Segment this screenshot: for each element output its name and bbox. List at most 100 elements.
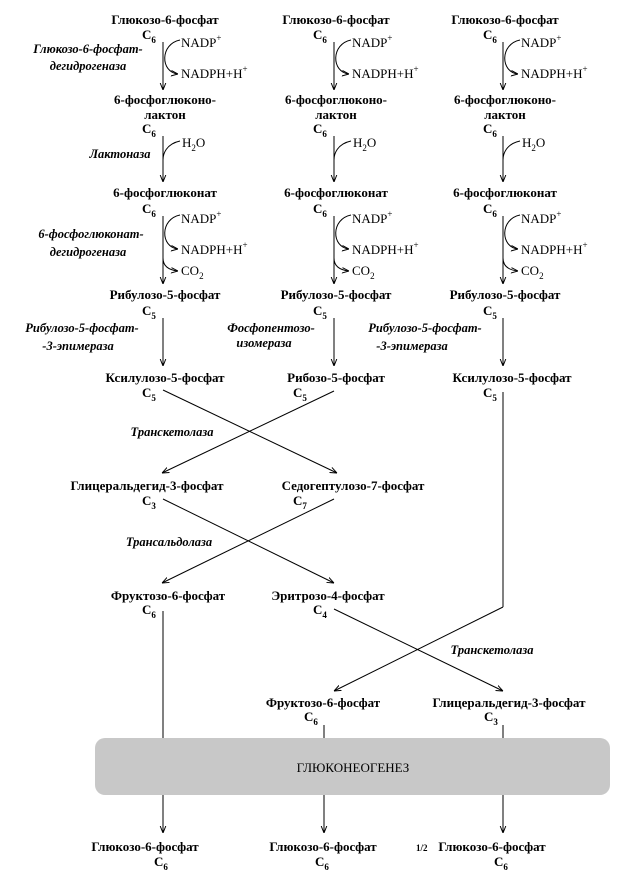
co2-curve-arrow — [333, 257, 349, 271]
svg-text:Глюкозо-6-фосфат: Глюкозо-6-фосфат — [91, 839, 199, 854]
step-g6pdh-col2: NADP+ NADPH+H+ — [334, 33, 419, 90]
enzyme-isomerase-line2: изомераза — [236, 336, 291, 350]
svg-text:Фруктозо-6-фосфат: Фруктозо-6-фосфат — [266, 695, 381, 710]
cofactor-nadph: NADPH+H+ — [181, 64, 248, 81]
svg-text:C6: C6 — [483, 201, 497, 219]
svg-text:Глицеральдегид-3-фосфат: Глицеральдегид-3-фосфат — [71, 478, 225, 493]
gluconeogenesis-box: ГЛЮКОНЕОГЕНЕЗ — [95, 738, 610, 795]
carbon-count-c6: C6 — [142, 27, 156, 45]
svg-text:C5: C5 — [293, 385, 307, 403]
lactone-node-col3: 6-фосфоглюконо- лактон C6 — [454, 92, 556, 139]
svg-text:C6: C6 — [483, 27, 497, 45]
glyceraldehyde-3-phosphate-node-1: Глицеральдегид-3-фосфат C3 — [71, 478, 225, 511]
cofactor-nadp: NADP+ — [352, 209, 392, 226]
svg-text:6-фосфоглюконат: 6-фосфоглюконат — [284, 185, 388, 200]
output-glucose-6-phosphate-1: Глюкозо-6-фосфат C6 — [91, 839, 199, 872]
svg-text:6-фосфоглюконо-: 6-фосфоглюконо- — [114, 92, 216, 107]
glucose-6-phosphate-2-label: Глюкозо-6-фосфат — [282, 12, 390, 27]
phosphogluconate-node-col2: 6-фосфоглюконат C6 — [284, 185, 388, 219]
enzyme-g6pdh-line2: дегидрогеназа — [50, 59, 127, 73]
carbon-count-c6: C6 — [483, 27, 497, 45]
erythrose-4-phosphate-node: Эритрозо-4-фосфат C4 — [271, 588, 385, 620]
cofactor-h2o: H2O — [353, 135, 376, 153]
half-coefficient: 1/2 — [416, 843, 428, 853]
step-lactonase-col3: H2O — [503, 135, 545, 182]
svg-text:C6: C6 — [142, 201, 156, 219]
cofactor-nadp: NADP+ — [181, 33, 221, 50]
svg-text:C6: C6 — [483, 121, 497, 139]
glucose-6-phosphate-3-label: Глюкозо-6-фосфат — [451, 12, 559, 27]
svg-text:C6: C6 — [142, 602, 156, 620]
lactone-node-col1: 6-фосфоглюконо- лактон C6 — [114, 92, 216, 139]
svg-text:C5: C5 — [483, 303, 497, 321]
water-curve — [502, 140, 521, 161]
svg-text:C5: C5 — [142, 385, 156, 403]
lactone-node-col2: 6-фосфоглюконо- лактон C6 — [285, 92, 387, 139]
cofactor-nadph: NADPH+H+ — [352, 64, 419, 81]
cofactor-nadph: NADPH+H+ — [181, 240, 248, 257]
svg-text:C6: C6 — [313, 121, 327, 139]
svg-text:C6: C6 — [313, 27, 327, 45]
step-g6pdh-col1: NADP+ NADPH+H+ — [163, 33, 248, 90]
step-g6pdh-col3: NADP+ NADPH+H+ — [503, 33, 588, 90]
transketolase-arrow-3 — [334, 606, 504, 691]
step-pgdh-col3: NADP+ NADPH+H+ CO2 — [503, 209, 588, 284]
enzyme-lactonase: Лактоназа — [88, 147, 150, 161]
enzyme-transaldolase: Трансальдолаза — [126, 535, 212, 549]
svg-text:C7: C7 — [293, 493, 307, 511]
transketolase-arrow-2 — [162, 390, 335, 473]
cofactor-nadp: NADP+ — [521, 209, 561, 226]
enzyme-isomerase-line1: Фосфопентозо- — [227, 321, 315, 335]
svg-text:C6: C6 — [142, 27, 156, 45]
svg-text:6-фосфоглюконо-: 6-фосфоглюконо- — [454, 92, 556, 107]
cofactor-nadph: NADPH+H+ — [521, 64, 588, 81]
svg-text:лактон: лактон — [144, 107, 186, 122]
output-glucose-6-phosphate-3: 1/2 Глюкозо-6-фосфат C6 — [416, 839, 546, 872]
svg-text:C5: C5 — [142, 303, 156, 321]
enzyme-pgdh-line2: дегидрогеназа — [50, 245, 127, 259]
svg-text:6-фосфоглюконат: 6-фосфоглюконат — [113, 185, 217, 200]
output-glucose-6-phosphate-2: Глюкозо-6-фосфат C6 — [269, 839, 377, 872]
svg-text:C5: C5 — [313, 303, 327, 321]
svg-text:C6: C6 — [142, 121, 156, 139]
glucose-6-phosphate-1-label: Глюкозо-6-фосфат — [111, 12, 219, 27]
svg-text:Глюкозо-6-фосфат: Глюкозо-6-фосфат — [438, 839, 546, 854]
svg-text:Фруктозо-6-фосфат: Фруктозо-6-фосфат — [111, 588, 226, 603]
enzyme-transketolase-2: Транскетолаза — [451, 643, 534, 657]
svg-text:Эритрозо-4-фосфат: Эритрозо-4-фосфат — [271, 588, 385, 603]
fructose-6-phosphate-node-2: Фруктозо-6-фосфат C6 — [266, 695, 381, 727]
svg-text:Рибулозо-5-фосфат: Рибулозо-5-фосфат — [450, 287, 561, 302]
svg-text:Рибозо-5-фосфат: Рибозо-5-фосфат — [287, 370, 385, 385]
glyceraldehyde-3-phosphate-node-2: Глицеральдегид-3-фосфат C3 — [433, 695, 587, 727]
cofactor-curve-arrow — [335, 214, 352, 249]
ribulose-5-phosphate-node-col2: Рибулозо-5-фосфат C5 — [281, 287, 392, 321]
cofactor-co2: CO2 — [181, 263, 204, 281]
transketolase-arrow-4 — [333, 608, 503, 691]
svg-text:C6: C6 — [154, 854, 168, 872]
svg-text:Глюкозо-6-фосфат: Глюкозо-6-фосфат — [269, 839, 377, 854]
svg-text:C4: C4 — [313, 602, 327, 620]
svg-text:6-фосфоглюконат: 6-фосфоглюконат — [453, 185, 557, 200]
enzyme-g6pdh-line1: Глюкозо-6-фосфат- — [32, 42, 142, 56]
svg-text:Рибулозо-5-фосфат: Рибулозо-5-фосфат — [110, 287, 221, 302]
svg-text:C6: C6 — [313, 201, 327, 219]
cofactor-nadp: NADP+ — [352, 33, 392, 50]
ribulose-5-phosphate-node-col1: Рибулозо-5-фосфат C5 — [110, 287, 221, 321]
xylulose-5-phosphate-node-col3: Ксилулозо-5-фосфат C5 — [452, 370, 572, 403]
svg-text:Глицеральдегид-3-фосфат: Глицеральдегид-3-фосфат — [433, 695, 587, 710]
step-lactonase-col1: H2O — [163, 135, 205, 182]
cofactor-curve-arrow — [164, 214, 181, 249]
enzyme-epimerase-col3-line2: -3-эпимераза — [376, 339, 447, 353]
cofactor-curve-arrow — [164, 39, 181, 74]
enzyme-transketolase-1: Транскетолаза — [131, 425, 214, 439]
cofactor-nadph: NADPH+H+ — [352, 240, 419, 257]
fructose-6-phosphate-node-1: Фруктозо-6-фосфат C6 — [111, 588, 226, 620]
phosphogluconate-node-col1: 6-фосфоглюконат C6 — [113, 185, 217, 219]
svg-text:C6: C6 — [304, 709, 318, 727]
phosphogluconate-node-col3: 6-фосфоглюконат C6 — [453, 185, 557, 219]
ribose-5-phosphate-node: Рибозо-5-фосфат C5 — [287, 370, 385, 403]
svg-text:C6: C6 — [315, 854, 329, 872]
cofactor-h2o: H2O — [182, 135, 205, 153]
cofactor-nadp: NADP+ — [181, 209, 221, 226]
